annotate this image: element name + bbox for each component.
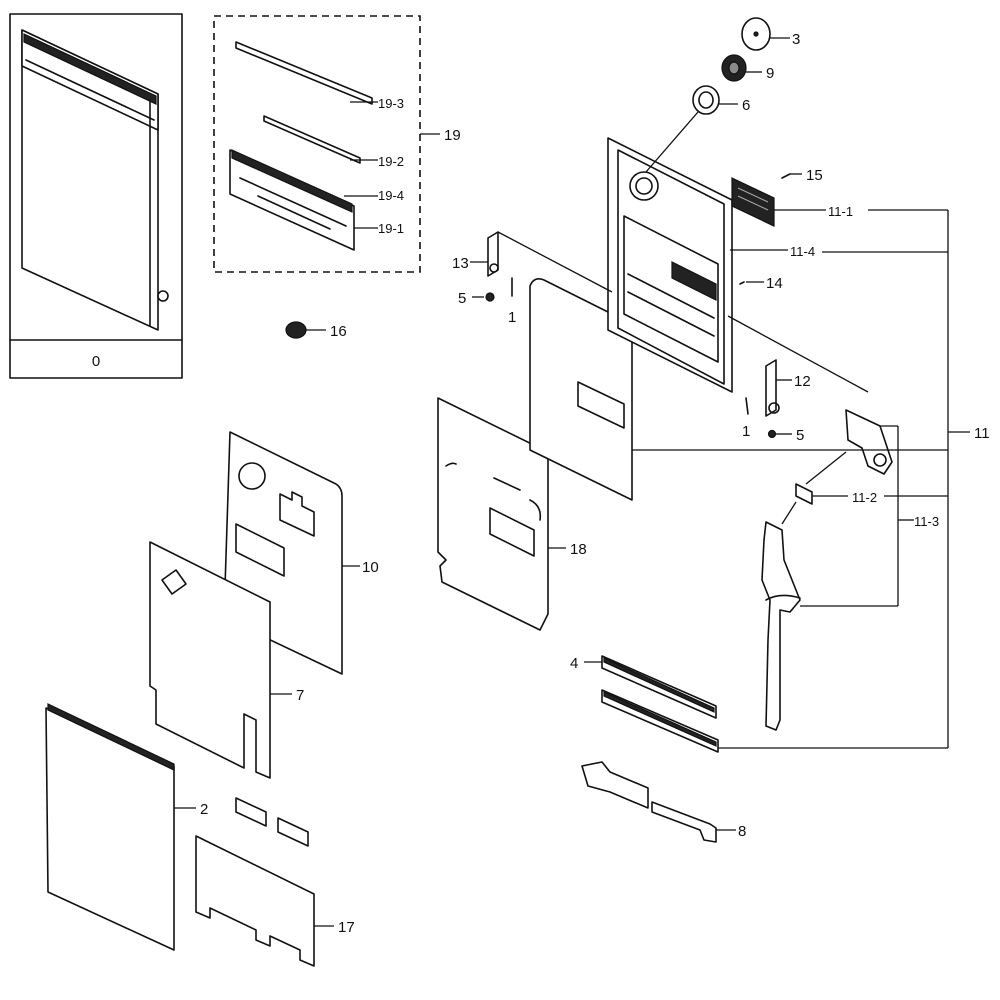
label-15: 15 <box>806 167 823 184</box>
part-11-4: 11-4 <box>730 244 948 259</box>
label-11-1: 11-1 <box>828 204 853 219</box>
label-19-4: 19-4 <box>378 188 404 203</box>
label-17: 17 <box>338 919 355 936</box>
part-14: 14 <box>739 275 783 292</box>
part-4: 4 <box>570 655 948 753</box>
part-11-2: 11-2 <box>795 451 948 505</box>
part-17: 17 <box>195 835 355 967</box>
label-19-1: 19-1 <box>378 221 404 236</box>
part-18: 18 <box>437 397 587 631</box>
label-1a: 1 <box>508 309 516 326</box>
part-3: 3 <box>741 17 800 51</box>
part-8: 8 <box>581 761 746 843</box>
label-16: 16 <box>330 323 347 340</box>
label-6: 6 <box>742 97 750 114</box>
part-11-3: 11-3 <box>761 426 939 731</box>
label-0: 0 <box>92 353 100 370</box>
part-13: 13 1 5 <box>452 231 613 326</box>
label-8: 8 <box>738 823 746 840</box>
label-9: 9 <box>766 65 774 82</box>
group-19: 19-3 19-2 19-4 19-1 19 <box>213 15 461 273</box>
label-4: 4 <box>570 655 578 672</box>
label-7: 7 <box>296 687 304 704</box>
label-12: 12 <box>794 373 811 390</box>
label-19-2: 19-2 <box>378 154 404 169</box>
label-18: 18 <box>570 541 587 558</box>
part-11-bracket <box>632 409 948 475</box>
part-12: 12 1 5 <box>727 315 869 444</box>
label-3: 3 <box>792 31 800 48</box>
label-5a: 5 <box>458 290 466 307</box>
label-5b: 5 <box>796 427 804 444</box>
label-13: 13 <box>452 255 469 272</box>
part-2: 2 <box>45 703 208 951</box>
label-11-2: 11-2 <box>852 490 877 505</box>
label-1b: 1 <box>742 423 750 440</box>
spacer-blocks <box>235 797 309 847</box>
label-19-3: 19-3 <box>378 96 404 111</box>
label-14: 14 <box>766 275 783 292</box>
part-11-tub <box>607 137 733 393</box>
part-16: 16 <box>285 321 347 340</box>
label-11-3: 11-3 <box>914 514 939 529</box>
label-19: 19 <box>444 127 461 144</box>
part-15: 15 <box>781 167 823 184</box>
label-11: 11 <box>974 425 990 442</box>
part-6: 6 <box>645 85 750 173</box>
part-11: 11 <box>947 210 990 748</box>
part-9: 9 <box>721 54 774 82</box>
label-11-4: 11-4 <box>790 244 815 259</box>
assembly-box-0: 0 <box>9 13 183 379</box>
part-11-1: 11-1 <box>731 177 948 227</box>
part-7: 7 <box>149 541 304 779</box>
label-10: 10 <box>362 559 379 576</box>
label-2: 2 <box>200 801 208 818</box>
